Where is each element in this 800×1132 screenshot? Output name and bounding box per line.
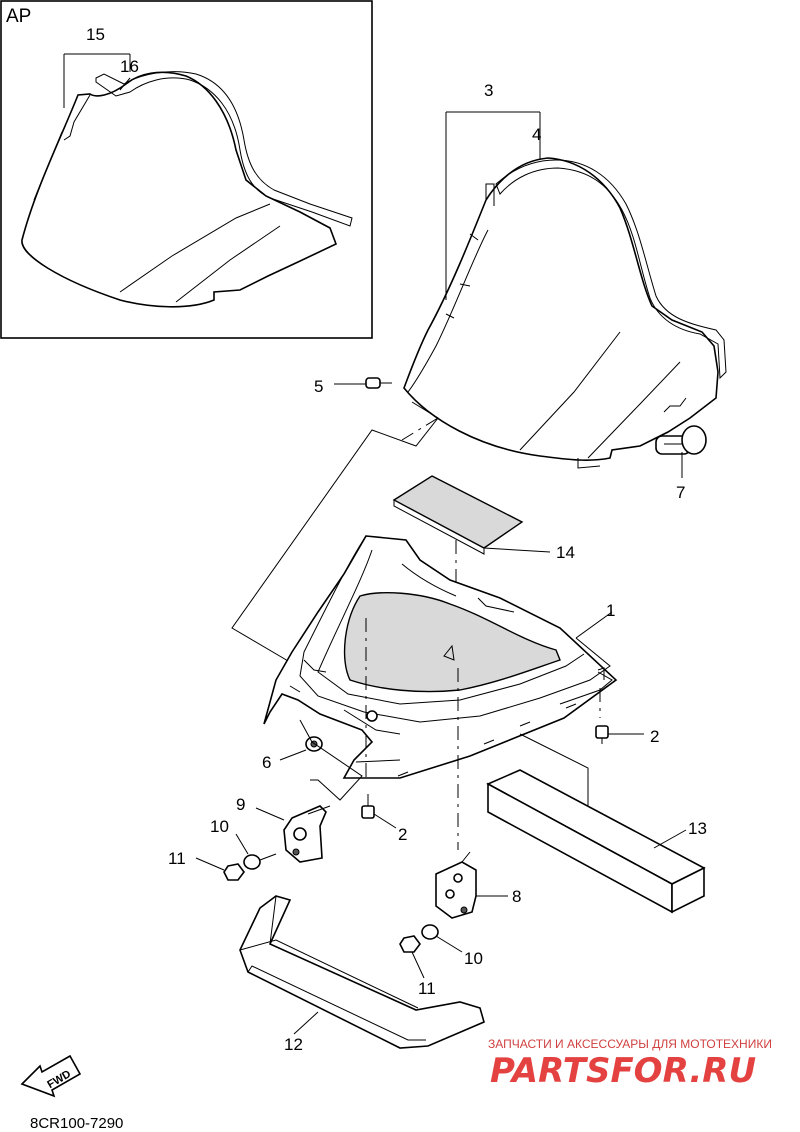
bracket-8: 8	[435, 851, 521, 919]
callout-1-label: 1	[606, 601, 615, 620]
callout-13-label: 13	[688, 819, 707, 838]
callout-9-label: 9	[236, 795, 245, 814]
watermark: ЗАПЧАСТИ И АКСЕССУАРЫ ДЛЯ МОТОТЕХНИКИ PA…	[488, 1037, 772, 1091]
foam-13: 13	[486, 769, 707, 914]
washer-10-right: 10	[421, 924, 483, 968]
callout-2-right-label: 2	[650, 727, 659, 746]
inset-title: AP	[6, 6, 31, 27]
callout-3: 3	[445, 81, 541, 300]
callout-16: 16	[119, 57, 139, 91]
callout-3-label: 3	[484, 81, 493, 100]
bolt-5: 5	[314, 377, 392, 396]
foam-12: 12	[239, 895, 485, 1054]
pad-14: 14	[392, 475, 575, 600]
inset-box: AP 15 16	[0, 0, 373, 339]
callout-4: 4	[532, 125, 541, 144]
callout-8-label: 8	[512, 887, 521, 906]
inset-windshield	[21, 71, 353, 308]
bolt-2-right: 2	[595, 725, 659, 746]
cowling: 1	[263, 535, 618, 779]
callout-15-label: 15	[86, 25, 105, 44]
callout-15: 15	[63, 25, 131, 108]
callout-10-left-label: 10	[210, 817, 229, 836]
watermark-tagline: ЗАПЧАСТИ И АКСЕССУАРЫ ДЛЯ МОТОТЕХНИКИ	[488, 1037, 772, 1051]
fwd-arrow: FWD	[20, 1054, 82, 1098]
callout-4-label: 4	[532, 125, 541, 144]
diagram-code: 8CR100-7290	[30, 1115, 123, 1132]
nut-11-right: 11	[399, 935, 436, 998]
callout-14-label: 14	[556, 543, 575, 562]
watermark-brand: PARTSFOR.RU	[490, 1051, 756, 1091]
knob-7: 7	[655, 425, 707, 502]
callout-10-right-label: 10	[464, 949, 483, 968]
bracket-9: 9	[236, 795, 331, 863]
callout-7-label: 7	[676, 483, 685, 502]
nut-11-left: 11	[168, 849, 245, 881]
callout-6-label: 6	[262, 753, 271, 772]
callout-11-left-label: 11	[168, 849, 186, 868]
callout-2-center-label: 2	[398, 825, 407, 844]
callout-16-label: 16	[120, 57, 139, 76]
callout-11-right-label: 11	[418, 979, 436, 998]
grommet-6: 6	[262, 736, 323, 772]
callout-5-label: 5	[314, 377, 323, 396]
washer-10-left: 10	[210, 817, 277, 870]
bolt-2-center: 2	[361, 794, 407, 844]
callout-12-label: 12	[284, 1035, 303, 1054]
windshield: 3 4	[403, 81, 727, 469]
